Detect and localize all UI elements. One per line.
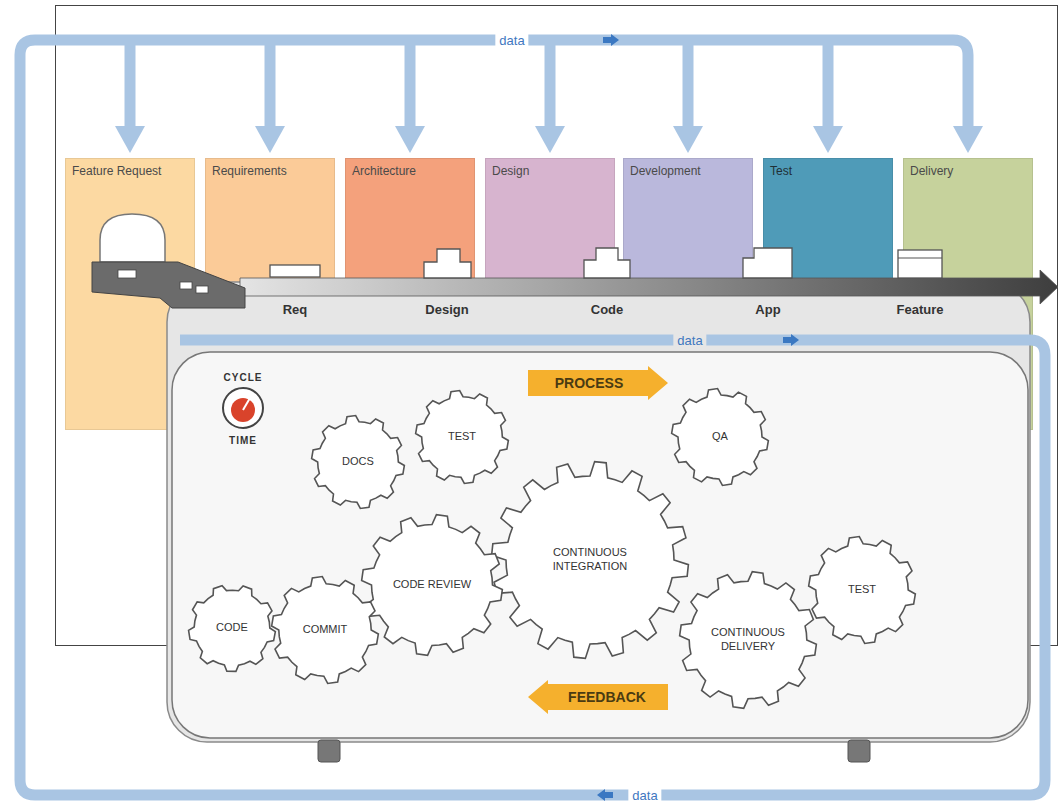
feature-artifact [898, 250, 942, 278]
stage-label: Development [624, 159, 707, 183]
design-artifact [424, 249, 471, 278]
gear-label: CODE [216, 621, 248, 635]
gear: TEST [807, 535, 917, 645]
data-arrowhead [673, 126, 703, 153]
gear: TEST [414, 389, 510, 485]
gear-label: COMMIT [303, 623, 348, 637]
arm-slot [118, 270, 136, 278]
gear-label: CONTINUOUS DELIVERY [701, 626, 796, 654]
stage-label: Design [486, 159, 535, 183]
stage-label: Architecture [346, 159, 422, 183]
stage-label: Requirements [206, 159, 293, 183]
arrow-shape [528, 366, 668, 400]
data-arrowhead [953, 126, 983, 153]
cycle-time-label: CYCLE [224, 372, 263, 383]
data-drop [125, 40, 136, 128]
clock-dial [231, 398, 255, 422]
gear: CONTINUOUS DELIVERY [678, 570, 818, 710]
direction-arrow [597, 789, 613, 801]
direction-arrow [603, 34, 619, 46]
arm-slot [196, 286, 208, 293]
stage-label: Test [764, 159, 798, 183]
clock-face [223, 388, 263, 428]
data-arrowhead [813, 126, 843, 153]
gear: CODE REVIEW [360, 513, 504, 657]
feedback-arrow: FEEDBACK [528, 680, 668, 714]
artifact-label: Req [283, 302, 308, 317]
app-artifact [743, 248, 792, 278]
data-drop [683, 40, 694, 128]
robot-arm [92, 262, 245, 308]
gear-label: CODE REVIEW [393, 578, 471, 592]
arm-slot [180, 282, 192, 289]
gear: DOCS [310, 414, 406, 510]
arrow-label: FEEDBACK [568, 689, 646, 705]
stage-label: Delivery [904, 159, 959, 183]
req-artifact [270, 265, 320, 277]
data-drop [265, 40, 276, 128]
data-arrowhead [115, 126, 145, 153]
data-arrowhead [535, 126, 565, 153]
gear-label: DOCS [342, 455, 374, 469]
artifact-label: Feature [897, 302, 944, 317]
clock-hand [243, 398, 250, 410]
gear-label: TEST [848, 583, 876, 597]
flow-label: data [495, 33, 528, 48]
arrow-shape [528, 680, 668, 714]
data-arrowhead [395, 126, 425, 153]
flow-label: data [628, 788, 661, 803]
gear: COMMIT [270, 575, 380, 685]
flow-label: data [673, 333, 706, 348]
machine-body [167, 282, 1030, 742]
machine-panel [172, 352, 1028, 738]
gear-label: QA [712, 430, 728, 444]
gear-label: TEST [448, 430, 476, 444]
code-artifact [584, 248, 630, 278]
cycle-time-label: TIME [229, 435, 257, 446]
arrow-label: PROCESS [555, 375, 623, 391]
hopper-dome [100, 214, 165, 262]
direction-arrow [783, 334, 799, 346]
data-drop [545, 40, 556, 128]
artifact-label: Design [425, 302, 468, 317]
machine-foot [848, 740, 870, 762]
gear: CODE [187, 583, 277, 673]
machine-foot [318, 740, 340, 762]
data-drop [405, 40, 416, 128]
gear: CONTINUOUS INTEGRATION [490, 460, 690, 660]
data-arrowhead [255, 126, 285, 153]
process-arrow: PROCESS [528, 366, 668, 400]
data-loop [20, 40, 1045, 795]
gear: QA [670, 387, 770, 487]
artifact-label: Code [591, 302, 624, 317]
stage-label: Feature Request [66, 159, 167, 183]
data-drop [823, 40, 834, 128]
artifact-label: App [755, 302, 780, 317]
feature-artifact-lid [898, 257, 942, 258]
gear-label: CONTINUOUS INTEGRATION [523, 546, 658, 574]
